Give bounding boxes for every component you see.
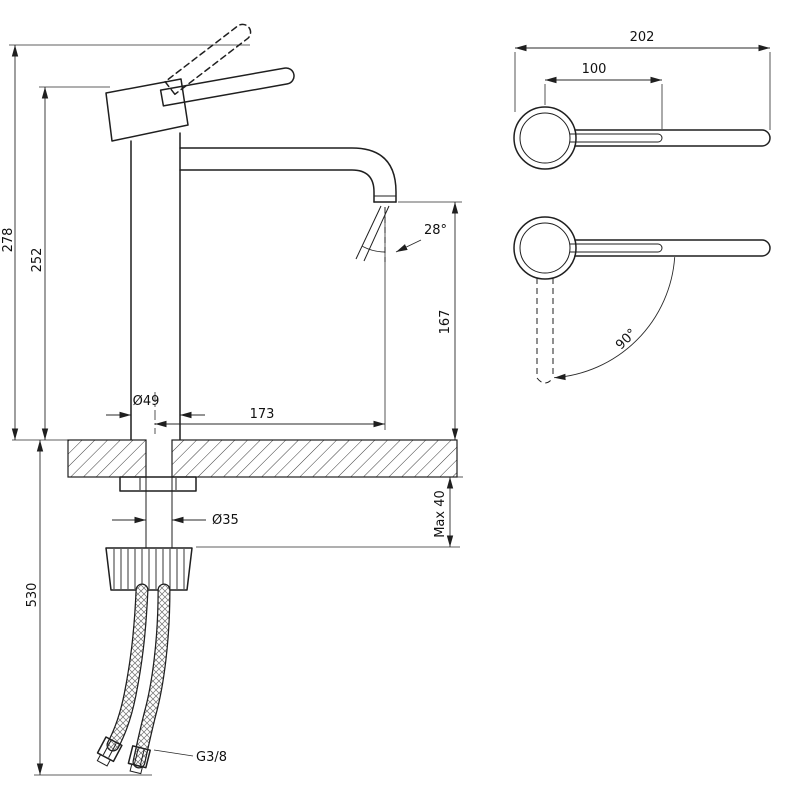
dim-swivel-angle-label: 90°: [613, 326, 640, 353]
hose-thread-label: G3/8: [196, 750, 227, 765]
dim-spout-reach-label: 173: [250, 407, 275, 422]
handle-rotated-stem-cap: [536, 377, 554, 384]
hose-fitting-right: [127, 745, 151, 775]
mounting-nut: [119, 476, 197, 492]
hose-fitting-left: [96, 736, 123, 767]
dim-overall-height-label: 278: [1, 228, 16, 253]
dim-handle-lever-label: 100: [582, 62, 607, 77]
supply-hose-left: [107, 584, 148, 751]
water-stream-line-2: [363, 205, 390, 262]
faucet-spout-inner: [179, 169, 375, 203]
handle-cap-outer: [513, 106, 577, 170]
handle-cap-outer-2: [513, 216, 577, 280]
handle-rotated-view: 90°: [513, 216, 771, 384]
dim-stream-angle-label: 28°: [424, 223, 447, 238]
handle-cap-inner: [519, 112, 571, 164]
handle-lever-plan-inner-2: [570, 243, 663, 253]
dim-hose-length-label: 530: [25, 583, 40, 608]
side-view: 278 252 530 167 Max 40 Ø49 173 Ø35 28°: [1, 23, 463, 776]
dim-body-height-label: 252: [30, 248, 45, 273]
dim-outlet-height-label: 167: [438, 310, 453, 335]
knurled-nut-ribs: [113, 549, 185, 589]
stream-angle-arc: [362, 246, 386, 253]
water-stream-line-1: [355, 205, 382, 260]
swivel-arc: [554, 257, 676, 381]
handle-lever-plan-2: [574, 239, 771, 257]
countertop-left: [67, 439, 147, 478]
dim-shank-diameter-label: Ø35: [212, 513, 239, 528]
supply-hose-right: [133, 584, 170, 768]
faucet-body: [130, 132, 181, 441]
faucet-handle-raised-dashed: [164, 23, 252, 96]
dim-handle-overall-label: 202: [630, 30, 655, 45]
hose-thread-leader: [153, 749, 194, 757]
faucet-spout-outer: [179, 147, 397, 203]
handle-lever-plan: [574, 129, 771, 147]
stream-angle-leader: [395, 239, 422, 253]
handle-top-view: 202 100: [513, 30, 771, 170]
dim-base-diameter-label: Ø49: [133, 394, 160, 409]
countertop-right: [171, 439, 458, 478]
handle-cap-inner-2: [519, 222, 571, 274]
faucet-handle-lever: [159, 67, 295, 107]
handle-lever-plan-inner: [570, 133, 663, 143]
dim-max-deck-label: Max 40: [433, 490, 448, 538]
knurled-nut: [105, 547, 193, 591]
faucet-neck: [105, 78, 189, 142]
